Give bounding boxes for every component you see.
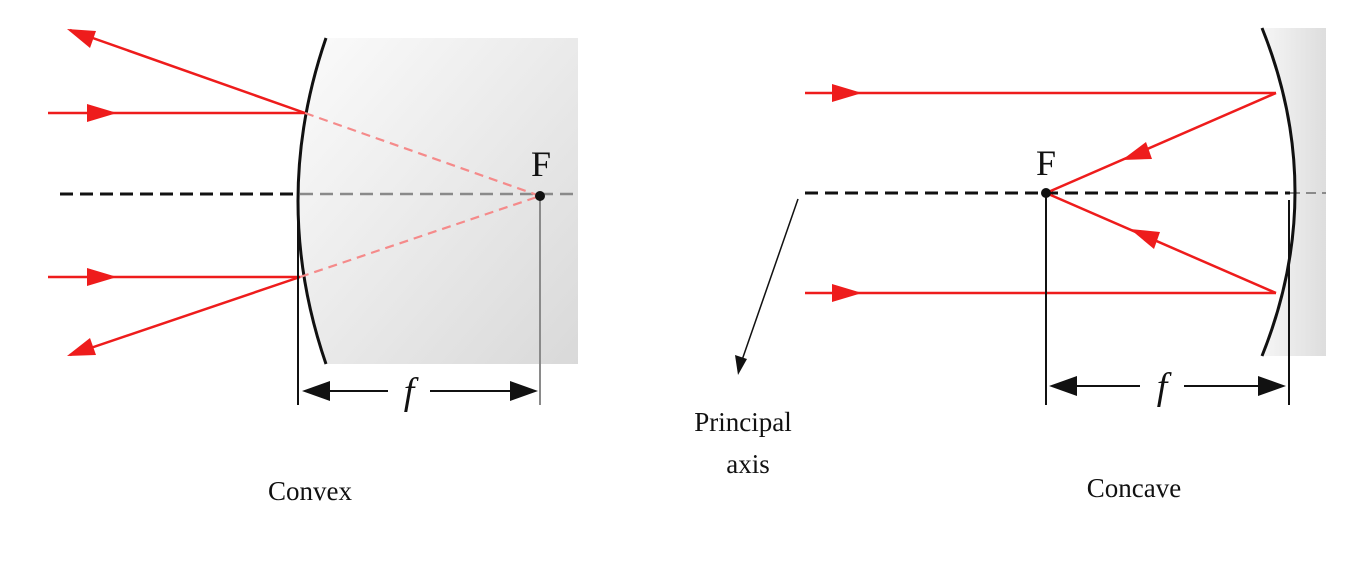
concave-dimension-arrow-left — [1049, 376, 1077, 396]
convex-virtual-ray-lower — [299, 194, 541, 279]
concave-mirror-diagram: F f Concave — [805, 27, 1326, 503]
convex-caption: Convex — [268, 476, 352, 506]
convex-focus-label: F — [531, 144, 551, 184]
convex-reflected-arrow-upper — [67, 29, 96, 48]
convex-focal-point — [535, 191, 545, 201]
concave-incident-arrow-upper — [832, 84, 862, 102]
convex-focal-length-label: f — [404, 371, 419, 413]
principal-axis-pointer-arrow — [735, 355, 747, 375]
concave-reflected-ray-lower — [1045, 191, 1277, 295]
principal-axis-label-line2: axis — [726, 449, 770, 479]
concave-mirror-body — [1262, 28, 1326, 356]
concave-reflected-arrow-upper — [1122, 142, 1152, 160]
concave-focal-length-label: f — [1157, 366, 1172, 408]
concave-focal-point — [1041, 188, 1051, 198]
convex-virtual-ray-upper — [304, 111, 541, 198]
principal-axis-callout: Principal axis — [694, 198, 799, 479]
principal-axis-label-line1: Principal — [694, 407, 791, 437]
convex-dimension-arrow-left — [302, 381, 330, 401]
principal-axis-pointer-line — [740, 198, 799, 364]
concave-dimension-arrow-right — [1258, 376, 1286, 396]
convex-mirror-diagram: F f Convex — [48, 28, 578, 506]
convex-reflected-ray-upper — [69, 28, 306, 115]
concave-mirror-surface — [1260, 27, 1297, 357]
convex-reflected-arrow-lower — [67, 338, 96, 356]
concave-caption: Concave — [1087, 473, 1181, 503]
convex-dimension-arrow-right — [510, 381, 538, 401]
convex-incident-arrow-lower — [87, 268, 117, 286]
concave-incident-arrow-lower — [832, 284, 862, 302]
concave-reflected-arrow-lower — [1130, 229, 1160, 249]
concave-reflected-ray-upper — [1045, 91, 1277, 195]
concave-focus-label: F — [1036, 143, 1056, 183]
convex-incident-arrow-upper — [87, 104, 117, 122]
convex-reflected-ray-lower — [69, 275, 301, 357]
convex-mirror-body — [298, 38, 578, 364]
